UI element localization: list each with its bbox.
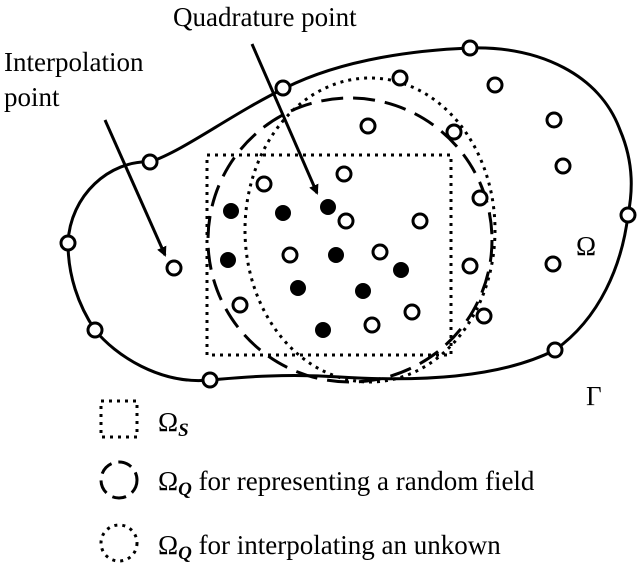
quadrature-point [328, 247, 344, 263]
interior-node [359, 117, 377, 135]
legend-dotted-symbol: Ω [158, 530, 178, 560]
boundary-node [461, 39, 479, 57]
legend-square-subscript: S [178, 420, 189, 441]
interior-node [391, 69, 409, 87]
interior-node [363, 316, 381, 334]
interior-node [403, 303, 421, 321]
boundary-node [619, 206, 637, 224]
interior-node [281, 246, 299, 264]
interior-node [231, 296, 249, 314]
boundary-node [86, 321, 104, 339]
quadrature-point-arrow [250, 43, 319, 195]
quadrature-point [355, 283, 371, 299]
quadrature-point [315, 322, 331, 338]
interpolation-domain-circle [243, 76, 497, 384]
interior-node [335, 165, 353, 183]
support-domain-square [205, 153, 453, 357]
legend-square-symbol: Ω [158, 407, 178, 437]
interior-node [486, 76, 504, 94]
interior-node [411, 212, 429, 230]
legend-dotted-circle-label: ΩQ for interpolating an unkown [158, 530, 501, 564]
interior-node [255, 175, 273, 193]
legend-square-label: ΩS [158, 407, 189, 441]
quadrature-points [220, 199, 409, 338]
interior-node [165, 259, 183, 277]
interior-node [471, 189, 489, 207]
legend: ΩS ΩQ for representing a random field ΩQ… [99, 399, 535, 564]
boundary-node [201, 371, 219, 389]
quadrature-point [223, 203, 239, 219]
interpolation-point-label-line1: Interpolation [4, 47, 144, 77]
interior-node [461, 257, 479, 275]
interior-node [475, 307, 493, 325]
legend-dashed-circle-label: ΩQ for representing a random field [158, 466, 535, 500]
quadrature-point [290, 280, 306, 296]
random-field-domain-circle [206, 96, 494, 384]
legend-square-swatch [99, 399, 139, 439]
boundary-node [274, 79, 292, 97]
interior-node [371, 243, 389, 261]
interpolation-point-label-line2: point [4, 82, 60, 112]
quadrature-point-label: Quadrature point [173, 2, 357, 32]
interior-node [337, 212, 355, 230]
interpolation-point-arrow [103, 119, 167, 257]
boundary-symbol: Γ [586, 381, 602, 411]
interior-node [554, 157, 572, 175]
domain-symbol: Ω [576, 231, 596, 261]
interior-node [545, 111, 563, 129]
quadrature-point [275, 205, 291, 221]
legend-dotted-circle-swatch [99, 523, 139, 563]
legend-dotted-text: for interpolating an unkown [192, 530, 501, 560]
legend-dashed-text: for representing a random field [192, 466, 535, 496]
legend-dashed-symbol: Ω [158, 466, 178, 496]
quadrature-point [220, 252, 236, 268]
interior-node [445, 123, 463, 141]
boundary-node [141, 153, 159, 171]
interior-nodes [165, 69, 572, 334]
legend-dotted-subscript: Q [178, 543, 192, 564]
quadrature-point [320, 199, 336, 215]
boundary-node [59, 234, 77, 252]
quadrature-point [393, 262, 409, 278]
legend-dashed-circle-swatch [99, 460, 139, 500]
boundary-node [546, 341, 564, 359]
boundary-nodes [59, 39, 637, 389]
legend-dashed-subscript: Q [178, 479, 192, 500]
interior-node [544, 255, 562, 273]
